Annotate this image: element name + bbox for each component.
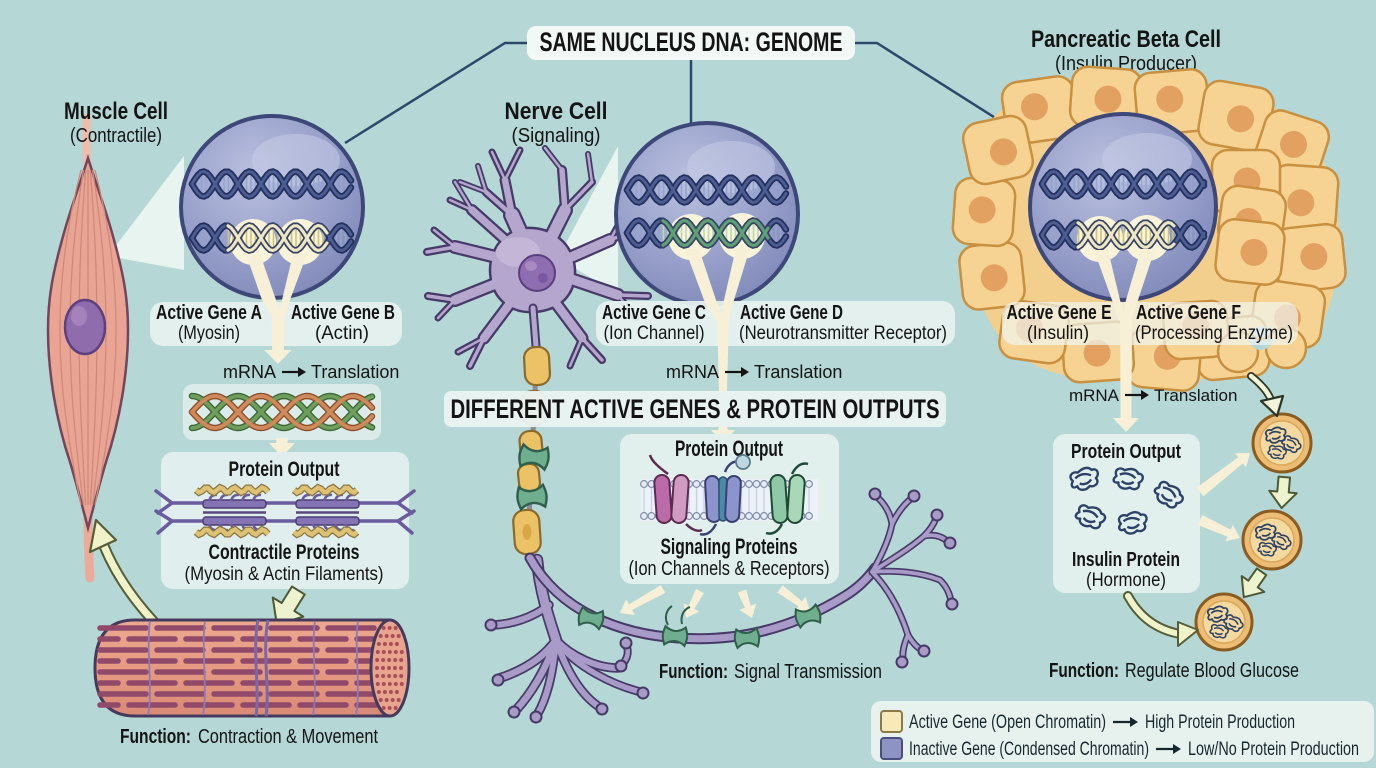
svg-text:(Processing Enzyme): (Processing Enzyme) [1135,323,1293,344]
svg-text:Signal Transmission: Signal Transmission [734,661,882,683]
svg-text:Inactive Gene (Condensed Chrom: Inactive Gene (Condensed Chromatin) [909,739,1149,760]
svg-text:Signaling Proteins: Signaling Proteins [661,534,798,559]
svg-text:Active Gene F: Active Gene F [1136,302,1241,324]
svg-text:Pancreatic Beta Cell: Pancreatic Beta Cell [1031,26,1221,53]
svg-text:Active Gene B: Active Gene B [291,302,395,324]
svg-text:(Myosin): (Myosin) [178,323,240,344]
svg-text:Active Gene C: Active Gene C [602,302,706,324]
svg-text:Translation: Translation [754,362,842,382]
svg-text:mRNA: mRNA [223,362,276,382]
svg-text:(Hormone): (Hormone) [1086,570,1166,591]
svg-text:Function:: Function: [1049,660,1119,682]
svg-text:(Insulin): (Insulin) [1027,323,1089,344]
svg-text:(Contractile): (Contractile) [70,125,162,147]
svg-text:Translation: Translation [311,362,399,382]
svg-text:Protein Output: Protein Output [229,458,340,481]
svg-text:Function:: Function: [659,661,728,683]
svg-text:Contraction & Movement: Contraction & Movement [198,726,378,748]
svg-text:SAME NUCLEUS DNA: GENOME: SAME NUCLEUS DNA: GENOME [540,27,843,57]
svg-text:Translation: Translation [1154,386,1237,405]
svg-text:(Signaling): (Signaling) [512,125,601,147]
svg-text:DIFFERENT ACTIVE GENES & PROTE: DIFFERENT ACTIVE GENES & PROTEIN OUTPUTS [451,394,940,424]
svg-text:mRNA: mRNA [1069,386,1120,405]
svg-text:Contractile Proteins: Contractile Proteins [209,541,360,564]
svg-text:Protein Output: Protein Output [675,436,783,461]
svg-text:Insulin Protein: Insulin Protein [1072,549,1180,571]
svg-text:(Actin): (Actin) [315,323,369,344]
svg-text:(Ion Channels & Receptors): (Ion Channels & Receptors) [629,558,830,580]
svg-text:Function:: Function: [120,726,191,748]
svg-text:Active Gene D: Active Gene D [740,302,843,324]
svg-text:mRNA: mRNA [666,362,719,382]
svg-text:Regulate Blood Glucose: Regulate Blood Glucose [1125,660,1299,682]
svg-text:Active Gene E: Active Gene E [1007,302,1112,324]
svg-text:(Ion Channel): (Ion Channel) [604,323,705,344]
svg-text:(Neurotransmitter Receptor): (Neurotransmitter Receptor) [739,323,947,344]
svg-text:High Protein Production: High Protein Production [1145,712,1295,733]
svg-text:(Myosin & Actin Filaments): (Myosin & Actin Filaments) [185,564,384,585]
svg-text:Nerve Cell: Nerve Cell [505,98,608,125]
svg-text:Low/No Protein Production: Low/No Protein Production [1188,739,1359,760]
svg-text:Active Gene (Open Chromatin): Active Gene (Open Chromatin) [909,712,1106,733]
svg-text:Active Gene A: Active Gene A [156,302,262,324]
svg-text:Muscle Cell: Muscle Cell [64,98,168,125]
svg-text:Protein Output: Protein Output [1071,441,1181,463]
